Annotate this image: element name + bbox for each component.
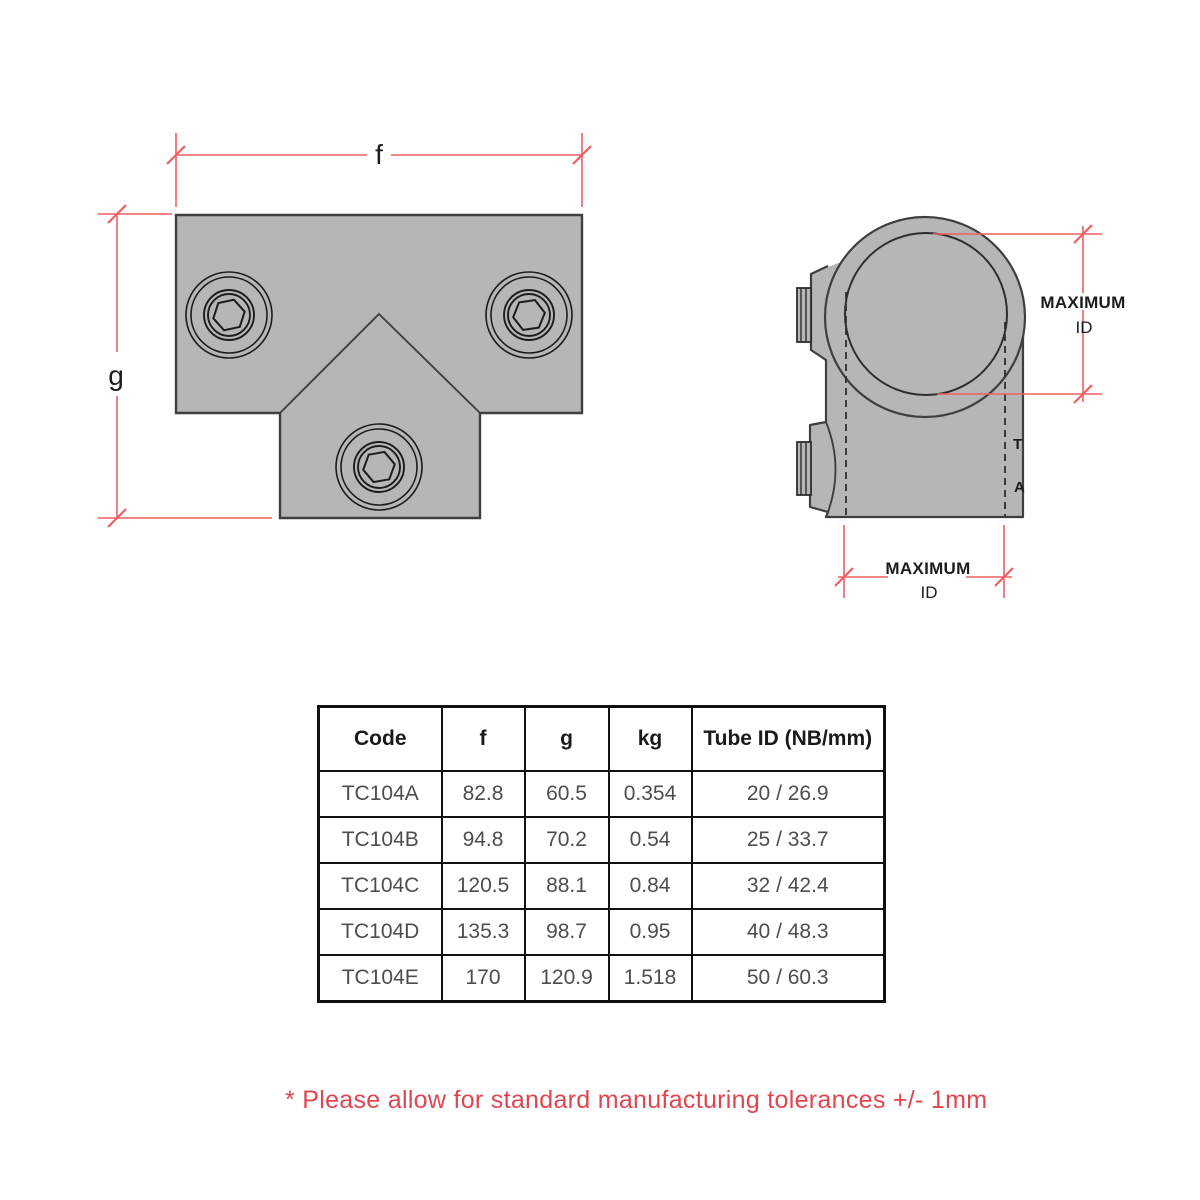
- set-screw-icon: [796, 441, 812, 496]
- cell-f: 135.3: [440, 908, 526, 956]
- bore-circle: [844, 232, 1008, 396]
- cell-f: 170: [440, 954, 526, 1003]
- socket-screw-icon: [185, 271, 273, 359]
- cell-g: 88.1: [523, 862, 610, 910]
- clipped-text-fragment: A: [1014, 479, 1025, 496]
- cell-g: 60.5: [523, 770, 610, 818]
- clipped-text-fragment: T: [1013, 436, 1022, 453]
- dimension-g-label: g: [108, 360, 124, 391]
- set-screw-icon: [796, 287, 812, 343]
- cell-g: 70.2: [523, 816, 610, 864]
- dimension-f-label: f: [375, 139, 383, 170]
- max-id-label: MAXIMUM: [1040, 293, 1125, 312]
- label-backing: [1036, 293, 1130, 310]
- dimension-g: [98, 204, 272, 528]
- table-row: TC104E 170 120.9 1.518 50 / 60.3: [317, 954, 886, 1003]
- cell-code: TC104C: [317, 862, 443, 910]
- tee-body: [174, 213, 584, 520]
- cell-kg: 0.54: [607, 816, 693, 864]
- max-id-label: MAXIMUM: [885, 559, 970, 578]
- cell-code: TC104A: [317, 770, 443, 818]
- cell-f: 94.8: [440, 816, 526, 864]
- max-id-label: ID: [1076, 318, 1093, 337]
- table-row: TC104A 82.8 60.5 0.354 20 / 26.9: [317, 770, 886, 818]
- cell-code: TC104D: [317, 908, 443, 956]
- dimension-max-id-vertical: [933, 224, 1102, 404]
- fitting-side-body: T A: [796, 215, 1027, 519]
- weld-chevron-line: [279, 312, 481, 414]
- cell-kg: 0.354: [607, 770, 693, 818]
- cell-tube-id: 32 / 42.4: [690, 862, 886, 910]
- cell-f: 82.8: [440, 770, 526, 818]
- table-row: TC104D 135.3 98.7 0.95 40 / 48.3: [317, 908, 886, 956]
- cell-code: TC104E: [317, 954, 443, 1003]
- table-row: TC104B 94.8 70.2 0.54 25 / 33.7: [317, 816, 886, 864]
- dimension-max-id-bottom: [834, 525, 1014, 598]
- front-view-drawing: f g: [98, 133, 592, 528]
- cell-g: 98.7: [523, 908, 610, 956]
- side-view-drawing: T A MAXIMUM ID MAXIMUM ID: [796, 215, 1130, 602]
- cell-kg: 0.95: [607, 908, 693, 956]
- col-header-f: f: [440, 705, 526, 772]
- lower-socket-arc: [825, 421, 837, 513]
- cell-tube-id: 25 / 33.7: [690, 816, 886, 864]
- cell-tube-id: 50 / 60.3: [690, 954, 886, 1003]
- col-header-code: Code: [317, 705, 443, 772]
- cell-kg: 0.84: [607, 862, 693, 910]
- cell-tube-id: 40 / 48.3: [690, 908, 886, 956]
- cell-code: TC104B: [317, 816, 443, 864]
- cell-g: 120.9: [523, 954, 610, 1003]
- col-header-tube-id: Tube ID (NB/mm): [690, 705, 886, 772]
- col-header-kg: kg: [607, 705, 693, 772]
- socket-screw-icon: [335, 423, 423, 511]
- max-id-label: ID: [921, 583, 938, 602]
- table-row: TC104C 120.5 88.1 0.84 32 / 42.4: [317, 862, 886, 910]
- socket-screw-icon: [485, 271, 573, 359]
- spec-table-container: Code f g kg Tube ID (NB/mm) TC104A 82.8 …: [317, 705, 886, 1003]
- tolerance-footnote: * Please allow for standard manufacturin…: [285, 1086, 988, 1114]
- dimension-f: [166, 133, 592, 207]
- spec-table: Code f g kg Tube ID (NB/mm) TC104A 82.8 …: [317, 705, 886, 1003]
- table-header-row: Code f g kg Tube ID (NB/mm): [317, 705, 886, 772]
- cell-tube-id: 20 / 26.9: [690, 770, 886, 818]
- cell-kg: 1.518: [607, 954, 693, 1003]
- col-header-g: g: [523, 705, 610, 772]
- cell-f: 120.5: [440, 862, 526, 910]
- outer-ring-circle: [823, 215, 1027, 419]
